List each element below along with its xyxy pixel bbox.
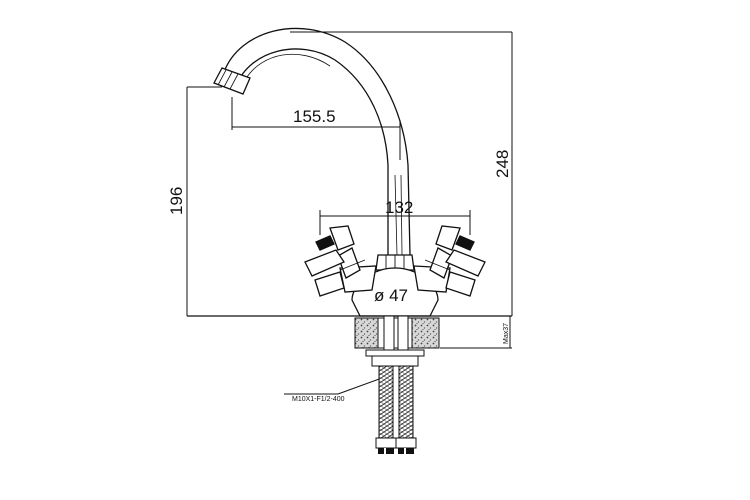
faucet-body	[339, 254, 451, 317]
left-handle	[304, 225, 366, 297]
right-handle	[424, 225, 486, 297]
flexible-hoses	[375, 365, 417, 456]
spout-reach-label: 155.5	[293, 107, 336, 126]
spout-height-label: 196	[167, 187, 186, 215]
aerator	[213, 67, 251, 95]
counter-thickness-label: Max37	[503, 323, 510, 344]
mounting-stud	[365, 315, 425, 367]
base-diameter-label: ø 47	[374, 286, 408, 305]
spout	[223, 27, 411, 256]
counter-section	[354, 317, 440, 349]
total-height-label: 248	[493, 150, 512, 178]
handle-span-label: 132	[385, 198, 413, 217]
hose-spec-label: M10X1-F1/2-400	[292, 396, 345, 403]
